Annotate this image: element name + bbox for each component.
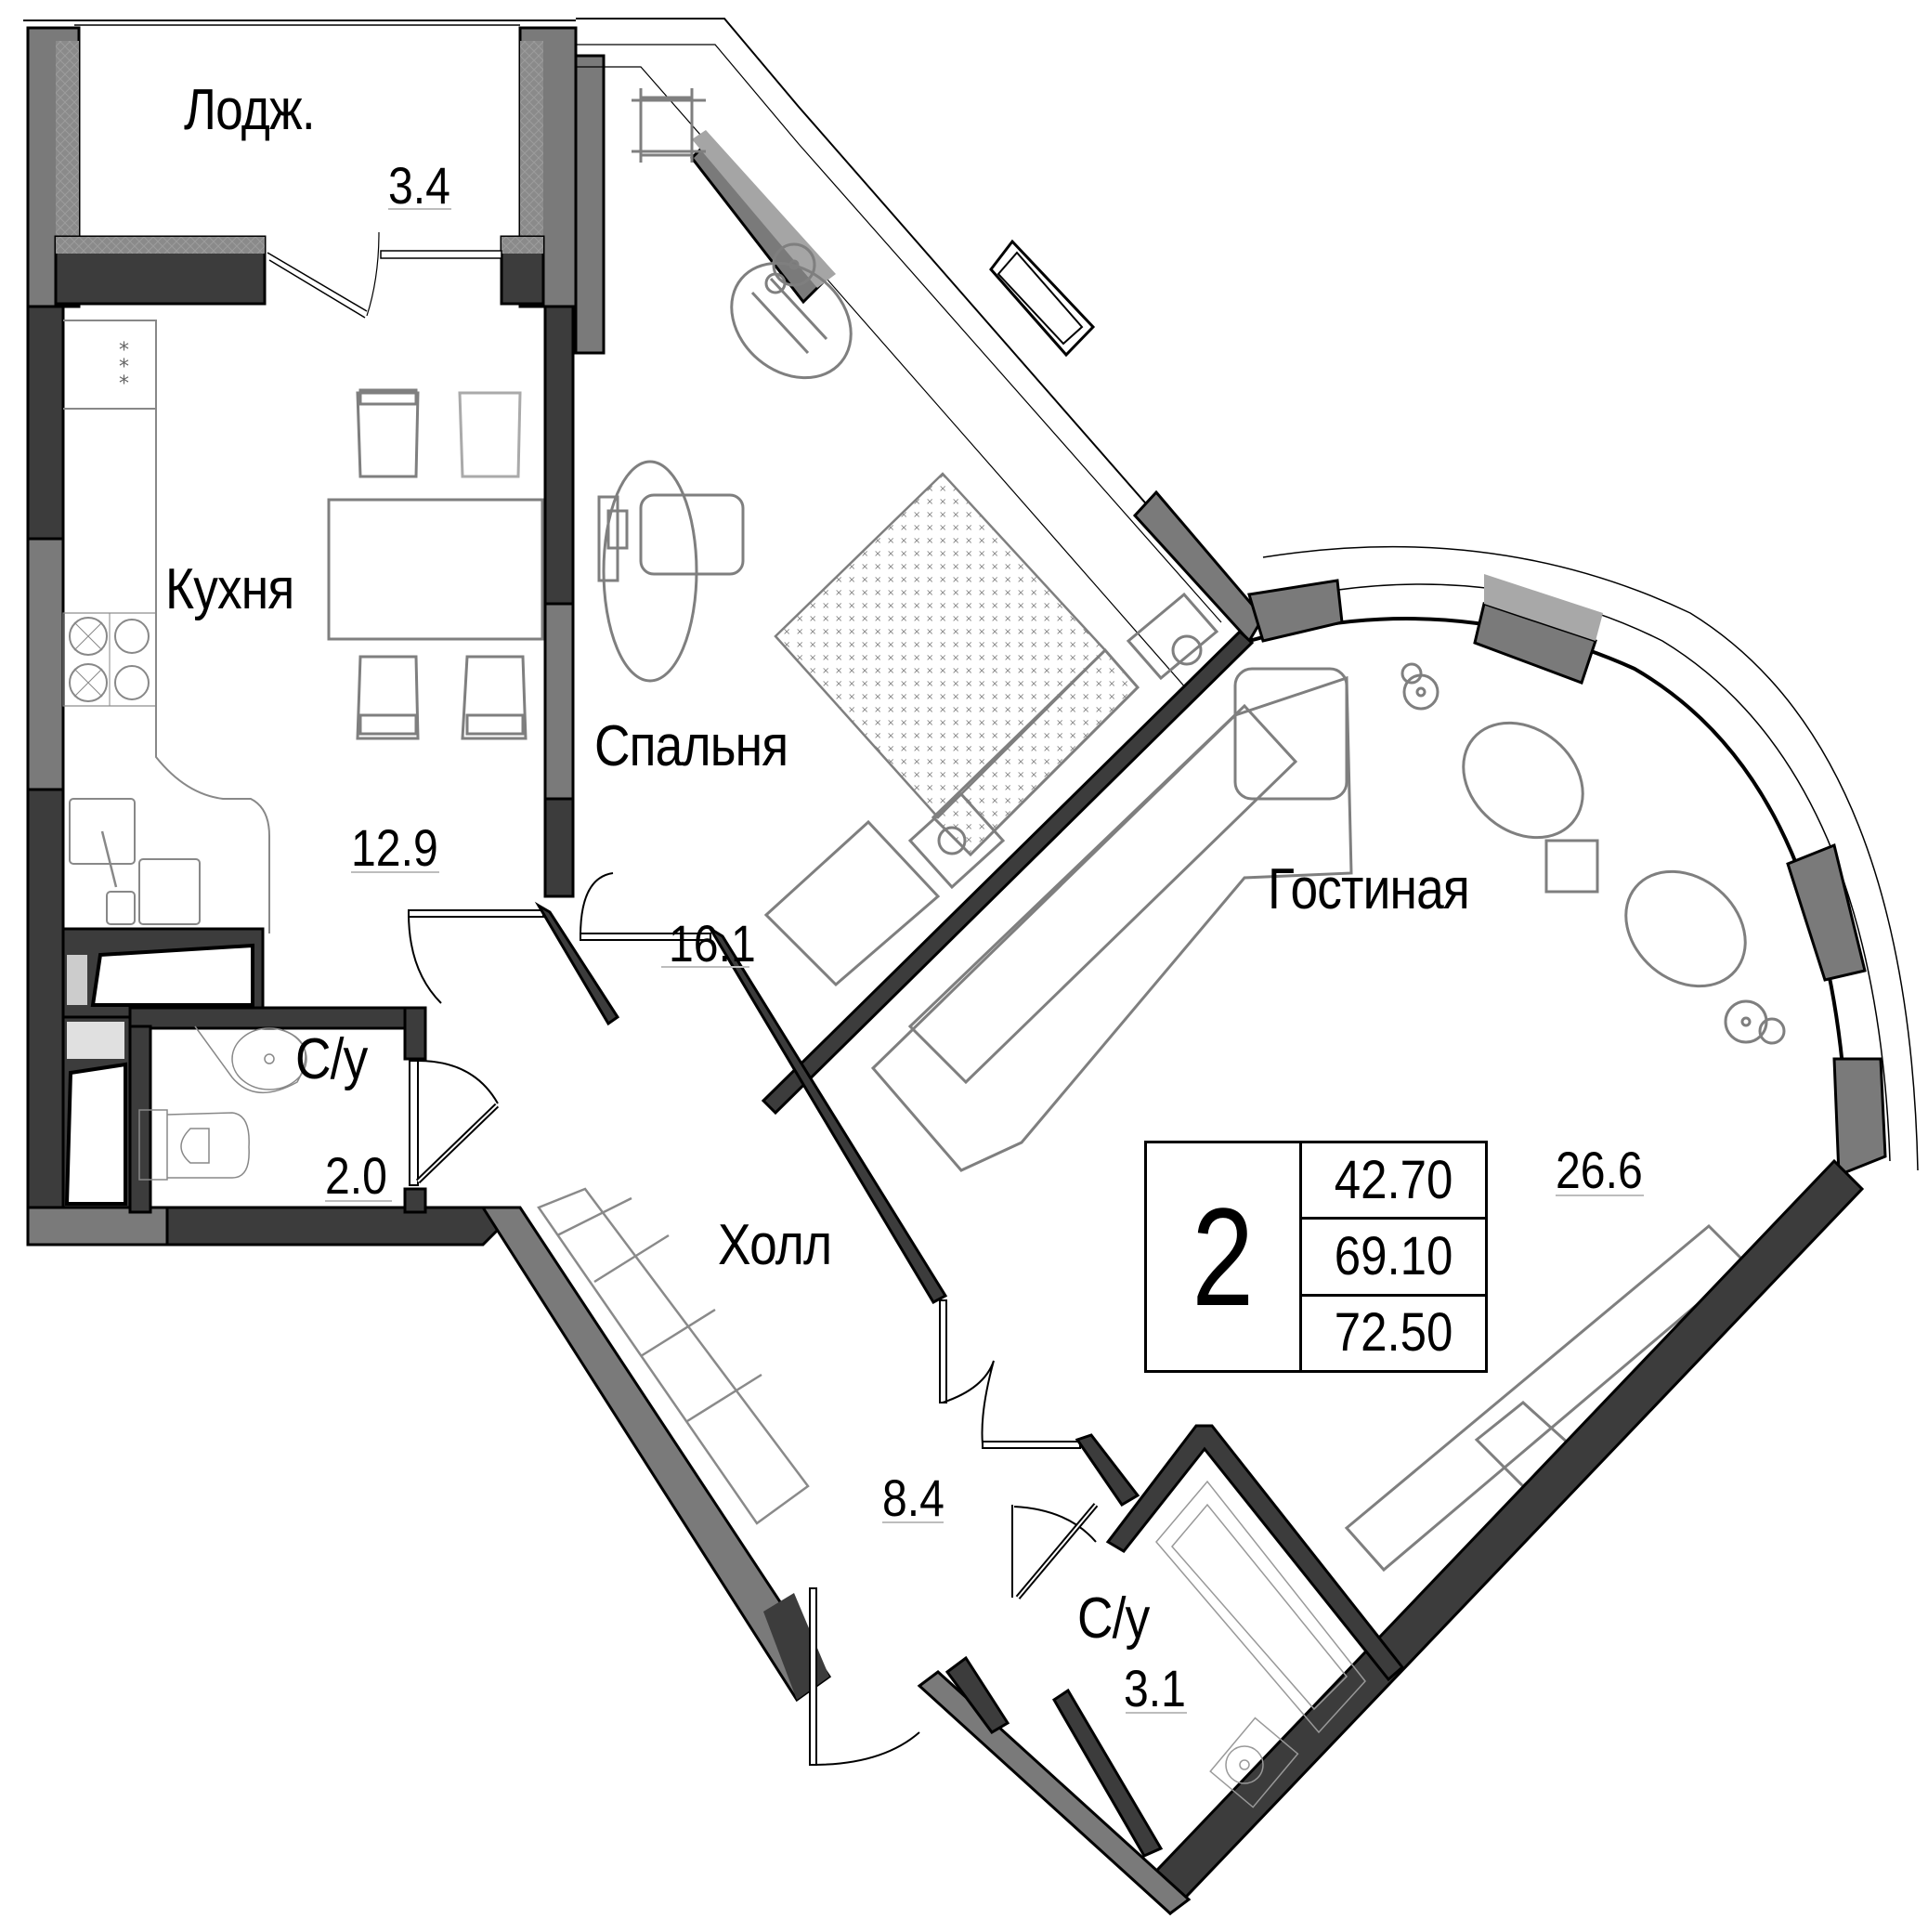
room-name-wc1: С/у	[295, 1027, 368, 1091]
room-count: 2	[1147, 1143, 1302, 1370]
area-underline	[661, 966, 749, 968]
bedroom-furniture	[597, 88, 1219, 987]
wc1-walls	[128, 1006, 500, 1214]
room-name-living: Гостиная	[1268, 857, 1470, 921]
kitchen-bedroom-wall	[543, 54, 606, 898]
room-area-wc2: 3.1	[1124, 1659, 1186, 1717]
area-underline	[1126, 1712, 1187, 1714]
wc1-fixtures	[138, 1025, 307, 1181]
bathroom2-walls	[917, 1424, 1405, 1915]
living-area-cell: 42.70	[1302, 1143, 1485, 1221]
area-underline	[325, 1200, 392, 1202]
bedroom-facade	[576, 18, 1265, 698]
room-area-bedroom: 16.1	[669, 914, 756, 973]
total-area-with-loggia-cell: 72.50	[1334, 1302, 1453, 1364]
area-underline	[388, 208, 451, 210]
area-underline	[1556, 1194, 1644, 1196]
room-area-hall: 8.4	[882, 1469, 944, 1527]
room-area-wc1: 2.0	[325, 1146, 387, 1205]
bathroom2-fixtures	[1155, 1480, 1366, 1808]
hall-wardrobe	[537, 1187, 810, 1525]
area-underline	[351, 871, 439, 873]
storage-niches	[61, 927, 265, 1209]
area-underline	[882, 1521, 944, 1523]
loggia-walls	[23, 20, 578, 319]
room-name-bedroom: Спальня	[594, 714, 788, 778]
kitchen-door	[408, 901, 620, 1026]
room-name-wc2: С/у	[1077, 1586, 1150, 1651]
area-values: 42.70 69.10 72.50	[1302, 1143, 1485, 1370]
dining-table-set	[327, 388, 544, 740]
svg-text:*: *	[119, 372, 129, 396]
room-name-hall: Холл	[718, 1213, 832, 1277]
bedroom-living-wall	[761, 629, 1255, 1116]
room-name-loggia: Лодж.	[184, 78, 316, 142]
kitchen-counter	[62, 320, 270, 933]
left-outer-wall	[26, 305, 504, 1247]
svg-text:*: *	[119, 356, 129, 379]
hall-entry-doors	[809, 1299, 1081, 1766]
svg-text:*: *	[119, 339, 129, 362]
room-area-living: 26.6	[1556, 1141, 1643, 1199]
apartment-summary-box: 2 42.70 69.10 72.50	[1144, 1141, 1488, 1373]
bedroom-door	[580, 872, 948, 1305]
room-name-kitchen: Кухня	[165, 557, 294, 621]
room-area-loggia: 3.4	[388, 156, 450, 215]
room-area-kitchen: 12.9	[351, 818, 438, 877]
living-facade	[1247, 545, 1919, 1178]
total-area-cell: 69.10	[1302, 1220, 1485, 1297]
